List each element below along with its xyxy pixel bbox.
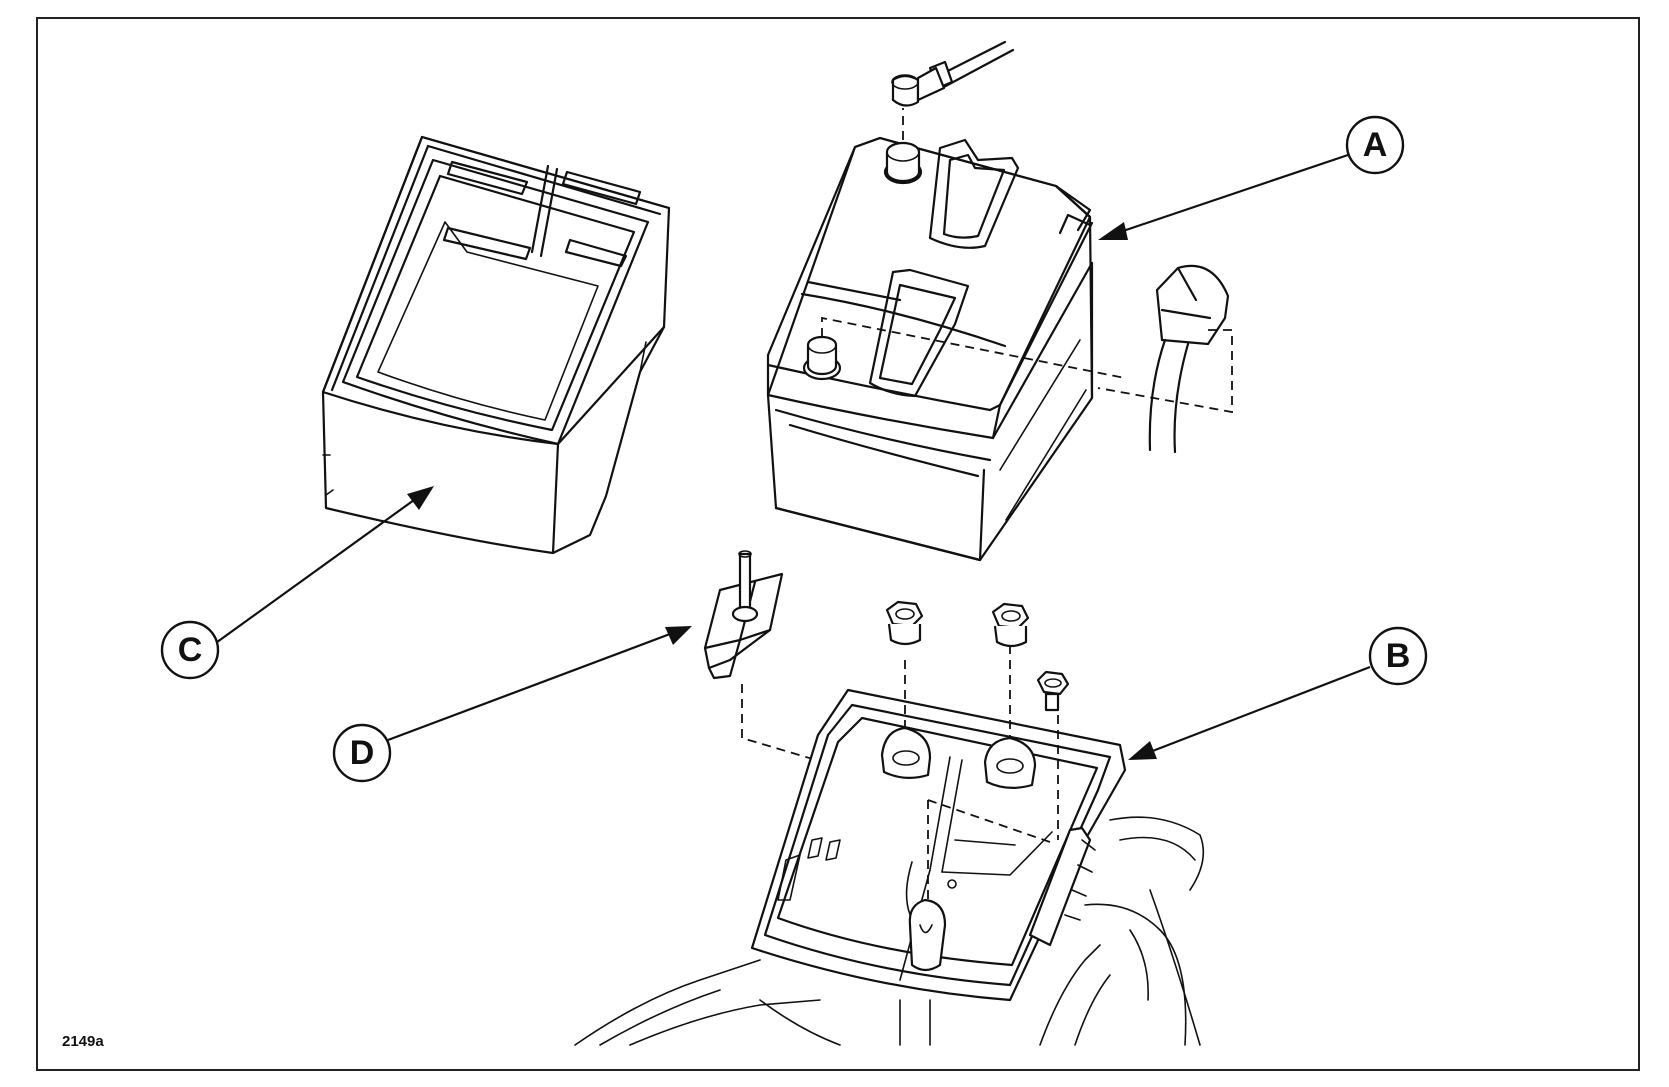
alignment-line-negative (821, 316, 1126, 379)
mounting-nut-right (991, 602, 1030, 648)
callout-c: C (160, 620, 220, 680)
vehicle-body-background (574, 816, 1205, 1046)
callout-b-label: B (1386, 637, 1411, 675)
callout-a: A (1345, 115, 1405, 175)
battery-part-a (766, 136, 1094, 562)
callout-a-label: A (1363, 126, 1388, 164)
hold-down-clamp-part-d (703, 550, 817, 842)
battery-cover-part-c (321, 135, 671, 555)
callout-b: B (1368, 626, 1428, 686)
leader-b (1128, 665, 1371, 760)
mounting-bolt (1036, 670, 1070, 712)
leader-d (387, 626, 692, 742)
diagram-frame (36, 17, 1640, 1071)
negative-terminal-clamp (1097, 264, 1233, 454)
figure-id: 2149a (62, 1033, 104, 1050)
leader-c (212, 486, 434, 646)
callout-c-label: C (178, 631, 203, 669)
callout-d: D (332, 723, 392, 783)
callout-d-label: D (350, 734, 375, 772)
positive-terminal-clamp (891, 40, 1015, 107)
mounting-nut-left (885, 600, 924, 646)
leader-a (1098, 153, 1349, 240)
battery-tray-part-b (750, 645, 1127, 1002)
